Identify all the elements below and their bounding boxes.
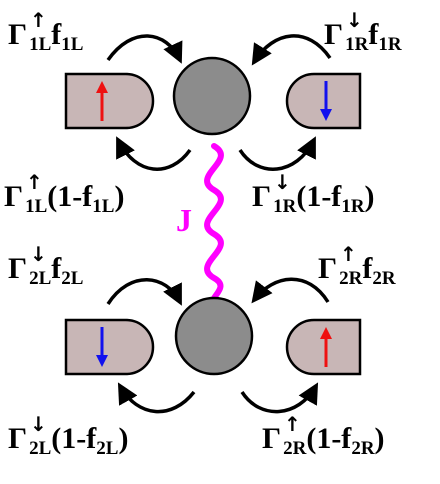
lead-2R [285, 318, 362, 376]
coupling-label: J [176, 202, 192, 238]
lead-1R [285, 72, 362, 130]
rate-label-in-1R: Γ↓1Rf1R [324, 8, 402, 55]
rate-label-out-1R: Γ↓1R(1-f1R) [252, 170, 375, 217]
rate-label-out-2R: Γ↑2R(1-f2R) [262, 412, 385, 459]
spin-arrow-1R [320, 81, 332, 121]
spin-arrow-head [96, 355, 108, 367]
tunnel-arrow-out-2R [240, 382, 319, 414]
lead-2L [64, 318, 155, 376]
spin-arrow-head [320, 327, 332, 339]
tunnel-arrow-out-2L [117, 382, 196, 414]
tunnel-arrow-in-2R [251, 277, 330, 304]
tunnel-arrow-out-1R [238, 136, 316, 171]
spin-arrow-1L [96, 81, 108, 121]
quantum-dot-2 [174, 296, 254, 376]
quantum-dot-1 [172, 56, 252, 136]
rate-label-out-1L: Γ↑1L(1-f1L) [4, 170, 125, 217]
tunnel-arrow-out-1L [116, 136, 192, 171]
coupling-spring [204, 143, 224, 309]
spin-arrow-2R [320, 327, 332, 367]
spin-arrow-head [96, 81, 108, 93]
tunnel-arrow-in-2L [106, 278, 182, 306]
tunnel-arrow-in-1L [106, 34, 183, 64]
rate-label-out-2L: Γ↓2L(1-f2L) [8, 412, 129, 459]
spin-arrow-2L [96, 327, 108, 367]
rate-label-in-2L: Γ↓2Lf2L [8, 242, 84, 289]
rate-label-in-1L: Γ↑1Lf1L [8, 8, 84, 55]
spin-arrow-head [320, 109, 332, 121]
tunnel-arrow-in-1R [251, 34, 332, 66]
rate-label-in-2R: Γ↑2Rf2R [318, 242, 396, 289]
lead-1L [64, 72, 155, 130]
